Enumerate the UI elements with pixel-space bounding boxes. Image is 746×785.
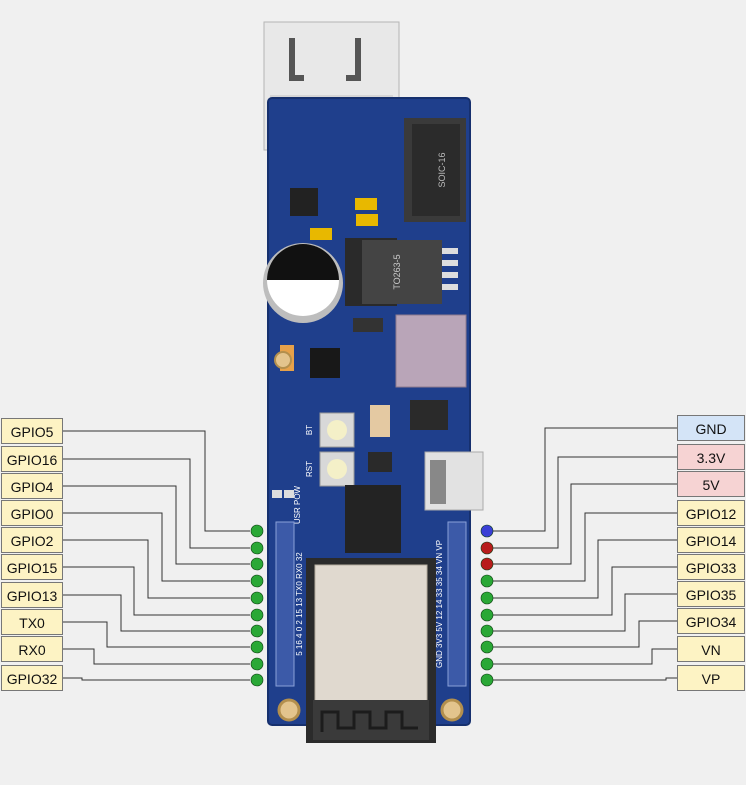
left-pin-line (63, 539, 250, 599)
capacitor (263, 243, 343, 323)
smd-diode (353, 318, 383, 332)
right-pin-dot (480, 541, 494, 555)
left-pin-dot (250, 657, 264, 671)
inductor (395, 314, 467, 388)
right-pin-dot (480, 673, 494, 687)
right-pin-dot (480, 608, 494, 622)
left-pin-dot (250, 541, 264, 555)
right-pin-dot (480, 657, 494, 671)
smd-yellow-1 (355, 198, 377, 210)
bt-label: BT (305, 425, 314, 435)
qfn-chip (310, 348, 340, 378)
left-header-silk: 5 16 4 0 2 15 13 TX0 RX0 32 (295, 552, 304, 656)
left-pin-label: GPIO13 (1, 582, 63, 608)
right-pin-line (493, 648, 677, 665)
right-pin-line (493, 456, 677, 549)
left-pin-line (63, 566, 250, 616)
left-pin-label: RX0 (1, 636, 63, 662)
left-pin-line (63, 458, 250, 549)
ic-small-2 (368, 452, 392, 472)
right-pin-line (493, 620, 677, 648)
left-pin-label: GPIO15 (1, 554, 63, 580)
left-pin-dot (250, 673, 264, 687)
left-pin-label: GPIO4 (1, 473, 63, 499)
soic-16-label: SOIC-16 (437, 152, 447, 187)
right-pin-dot (480, 640, 494, 654)
left-pin-line (63, 677, 250, 681)
left-pin-dot (250, 608, 264, 622)
right-pin-label: GPIO34 (677, 608, 745, 634)
right-pin-line (493, 512, 677, 582)
right-pin-dot (480, 591, 494, 605)
smd-yellow-3 (310, 228, 332, 240)
right-pin-label: VN (677, 636, 745, 662)
usb-serial-chip (345, 485, 401, 553)
left-header (275, 521, 295, 687)
led-labels: USR POW (293, 485, 302, 524)
right-pin-dot (480, 557, 494, 571)
ic-small-top (290, 188, 318, 216)
right-pin-label: 3.3V (677, 444, 745, 470)
ic-small-mid (410, 400, 448, 430)
right-pin-dot (480, 624, 494, 638)
right-pin-line (493, 483, 677, 565)
right-pin-label: GPIO12 (677, 500, 745, 526)
left-pin-line (63, 594, 250, 632)
right-pin-line (493, 593, 677, 632)
mount-hole-tr (440, 698, 464, 722)
led-usr (272, 490, 282, 498)
left-pin-line (63, 621, 250, 648)
right-pin-label: GND (677, 415, 745, 441)
right-pin-line (493, 566, 677, 616)
mount-hole-tl (277, 698, 301, 722)
pin-dots (250, 524, 494, 687)
rst-button: RST (305, 451, 355, 487)
right-pin-label: GPIO33 (677, 554, 745, 580)
right-pin-dot (480, 524, 494, 538)
left-pin-label: GPIO32 (1, 665, 63, 691)
smd-yellow-2 (356, 214, 378, 226)
bt-button: BT (305, 412, 355, 448)
right-pin-label: 5V (677, 471, 745, 497)
right-pin-line (493, 539, 677, 599)
soic-16-chip: SOIC-16 (404, 118, 466, 222)
right-header (447, 521, 467, 687)
led-pow (284, 490, 294, 498)
left-pin-line (63, 485, 250, 565)
to263-regulator: TO263-5 (345, 238, 458, 306)
right-pin-label: GPIO35 (677, 581, 745, 607)
left-pin-label: GPIO0 (1, 500, 63, 526)
right-pin-dot (480, 574, 494, 588)
left-pin-dot (250, 640, 264, 654)
left-pin-line (63, 648, 250, 665)
left-pin-label: GPIO2 (1, 527, 63, 553)
left-pin-label: GPIO5 (1, 418, 63, 444)
right-pin-line (493, 677, 677, 681)
right-pin-label: VP (677, 665, 745, 691)
mount-hole-mid (274, 351, 292, 369)
usb-c-connector (424, 451, 484, 511)
rst-label: RST (305, 461, 314, 477)
left-pin-dot (250, 624, 264, 638)
left-pin-dot (250, 557, 264, 571)
pin-connector-lines (63, 427, 677, 681)
left-pin-line (63, 430, 250, 532)
left-pin-line (63, 512, 250, 582)
smd-tan (370, 405, 390, 437)
left-pin-label: TX0 (1, 609, 63, 635)
to263-label: TO263-5 (392, 254, 402, 289)
left-pin-dot (250, 524, 264, 538)
left-pin-dot (250, 591, 264, 605)
esp32-module (306, 558, 436, 743)
left-pin-label: GPIO16 (1, 446, 63, 472)
right-pin-line (493, 427, 677, 532)
left-pin-dot (250, 574, 264, 588)
right-header-silk: GND 3V3 5V 12 14 33 35 34 VN VP (435, 540, 444, 668)
right-pin-label: GPIO14 (677, 527, 745, 553)
